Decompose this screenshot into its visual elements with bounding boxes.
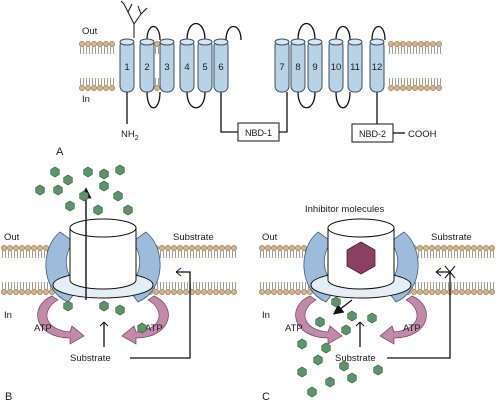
panel-c-substrate-hex-icon	[325, 376, 335, 388]
panel-b-substrate-hex-icon	[99, 168, 109, 180]
panel-b-label: B	[5, 391, 12, 403]
helix-7: 7	[274, 38, 290, 93]
panel-b-substrate-hex-icon	[99, 300, 109, 312]
panel-c-substrate-hex-icon	[313, 354, 323, 366]
helix-10: 10	[328, 38, 344, 93]
helix-3: 3	[159, 38, 175, 93]
panel-b-substrate-hex-icon	[115, 164, 125, 176]
panel-c-substrate-bottom-label: Substrate	[335, 353, 376, 364]
helix-2: 2	[139, 38, 155, 93]
panel-c-title: Inhibitor molecules	[305, 204, 384, 215]
glycosylation-branch-icon	[120, 0, 148, 38]
panel-b-substrate-hex-icon	[63, 174, 73, 186]
topology-membrane-right	[388, 41, 442, 91]
helix-1: 1	[119, 38, 135, 93]
panel-c-substrate-hex-icon	[373, 364, 383, 376]
panel-c-in-label: In	[262, 310, 270, 321]
helix-label: 4	[184, 62, 189, 73]
panel-b-substrate-hex-icon	[99, 180, 109, 192]
panel-c-blocked-arrow-icon	[332, 299, 353, 315]
panel-b-in-label: In	[4, 310, 12, 321]
panel-c-substrate-hex-icon	[331, 296, 341, 308]
helix-label: 3	[164, 62, 169, 73]
helix-label: 10	[331, 62, 342, 73]
panel-c-atp-right-label: ATP	[403, 323, 421, 334]
extracellular-loops	[146, 22, 386, 41]
nbd1-box	[237, 122, 280, 142]
helix-label: 6	[218, 62, 223, 73]
helix-11: 11	[347, 38, 363, 93]
panel-b-substrate-hex-icon	[113, 190, 123, 202]
topology-out-label: Out	[82, 26, 98, 37]
helix-4: 4	[179, 38, 195, 93]
n-terminus-label: NH2	[121, 129, 139, 142]
topology-in-label: In	[82, 94, 90, 105]
helix-label: 1	[124, 62, 129, 73]
helix-label: 11	[350, 62, 360, 73]
panel-b-substrate-hex-icon	[63, 300, 73, 312]
panel-c-substrate-hex-icon	[321, 342, 331, 354]
helix-label: 9	[312, 62, 317, 73]
panel-c-substrate-hex-icon	[367, 312, 377, 324]
panel-b-substrate-top-label: Substrate	[173, 232, 214, 243]
panel-b-substrate-hex-icon	[53, 184, 63, 196]
panel-c-substrate-hex-icon	[297, 338, 307, 350]
panel-b-membrane-right	[147, 245, 237, 295]
panel-b-substrate-hex-icon	[65, 200, 75, 212]
helix-12: 12	[369, 38, 385, 93]
helix-label: 2	[144, 62, 149, 73]
panel-c-substrate-hex-icon	[339, 360, 349, 372]
panel-c-blocked-x-icon	[444, 265, 456, 279]
panel-c-transporter	[303, 218, 419, 303]
panel-b-substrate-hex-icon	[35, 184, 45, 196]
panel-c-substrate-hex-icon	[307, 386, 317, 398]
panel-c-substrate-molecules	[297, 296, 383, 398]
panel-c-out-label: Out	[262, 232, 278, 243]
panel-c-label: C	[262, 391, 270, 403]
intracellular-loops	[146, 91, 351, 109]
panel-c-atp-right-arrow-icon	[379, 295, 427, 345]
panel-b-substrate-hex-icon	[115, 304, 125, 316]
panel-b-substrate-hex-icon	[137, 322, 147, 334]
panel-c-atp-left-label: ATP	[285, 323, 303, 334]
helix-label: 7	[279, 62, 284, 73]
helix-label: 12	[372, 62, 383, 73]
panel-c-substrate-hex-icon	[341, 324, 351, 336]
panel-c-substrate-hex-icon	[347, 310, 357, 322]
panel-c-substrate-hex-icon	[315, 316, 325, 328]
panel-b-atp-left-label: ATP	[34, 323, 52, 334]
panel-c-substrate-hex-icon	[347, 372, 357, 384]
helix-5: 5	[197, 38, 213, 93]
panel-b-substrate-hex-icon	[93, 204, 103, 216]
panel-b: A B Out In ATP ATP Substrate Substrate	[4, 146, 214, 403]
panel-b-atp-right-arrow-icon	[121, 295, 169, 345]
helix-label: 8	[295, 62, 300, 73]
panel-b-substrate-bottom-label: Substrate	[70, 353, 111, 364]
topology-panel: Out In NH2 NBD-1 NBD-2	[82, 0, 437, 143]
panel-b-atp-left-arrow-icon	[37, 295, 85, 345]
panel-b-substrate-hex-icon	[83, 166, 93, 178]
c-terminus-label: COOH	[408, 129, 437, 140]
panel-c: C Inhibitor molecules Out In ATP ATP Sub…	[262, 204, 472, 403]
helix-9: 9	[307, 38, 323, 93]
nbd2-label: NBD-2	[359, 129, 386, 139]
panel-a-label: A	[56, 146, 64, 158]
panel-b-substrate-hex-icon	[50, 166, 60, 178]
helix-6: 6	[213, 38, 229, 93]
inhibitor-molecule-icon	[346, 241, 376, 275]
topology-membrane-left	[79, 41, 115, 91]
helix-label: 5	[202, 62, 207, 73]
panel-b-atp-right-label: ATP	[145, 323, 163, 334]
panel-b-substrate-hex-icon	[123, 204, 133, 216]
panel-c-substrate-top-label: Substrate	[431, 232, 472, 243]
panel-b-substrate-hex-icon	[79, 190, 89, 202]
panel-b-out-label: Out	[4, 232, 20, 243]
panel-b-transporter	[45, 218, 161, 303]
nbd1-label: NBD-1	[245, 128, 272, 138]
panel-c-substrate-hex-icon	[297, 366, 307, 378]
helix-8: 8	[290, 38, 306, 93]
